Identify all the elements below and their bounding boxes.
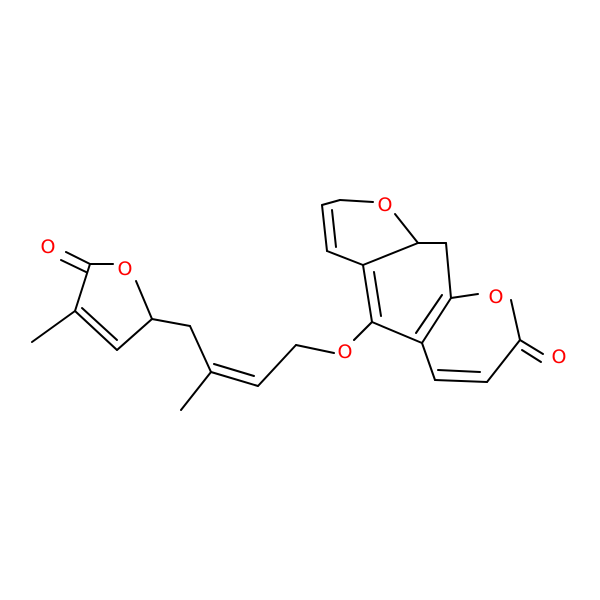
bond xyxy=(486,339,521,383)
bond xyxy=(371,321,423,344)
bond xyxy=(373,271,382,317)
bond xyxy=(257,344,297,387)
bond xyxy=(151,318,191,327)
bond xyxy=(65,251,91,265)
bond xyxy=(519,339,544,355)
bond xyxy=(415,294,443,334)
atom-labels-layer: O O O O O O xyxy=(41,194,567,368)
bond xyxy=(81,307,118,341)
bonds-layer xyxy=(31,199,544,411)
bond xyxy=(450,293,479,299)
atom-label-furan-oxygen: O xyxy=(378,194,393,216)
bond xyxy=(510,299,521,341)
bond xyxy=(213,363,255,377)
bond xyxy=(434,379,488,383)
bond xyxy=(421,297,452,344)
bond xyxy=(116,318,153,351)
bond xyxy=(210,371,259,387)
bond xyxy=(321,204,328,252)
bond xyxy=(437,369,481,373)
bond xyxy=(180,371,212,411)
bond xyxy=(295,344,335,354)
bond xyxy=(339,199,374,203)
atom-label-butenolide-ring-oxygen: O xyxy=(118,258,133,280)
bond xyxy=(189,325,212,373)
bond xyxy=(74,310,118,351)
atom-label-pyranone-carbonyl-oxygen: O xyxy=(552,346,567,368)
atom-label-pyranone-ring-oxygen: O xyxy=(489,286,504,308)
bond xyxy=(362,242,419,266)
bond xyxy=(521,349,542,363)
atom-label-butenolide-carbonyl-oxygen: O xyxy=(41,236,56,258)
bond xyxy=(353,321,373,341)
bond xyxy=(362,264,373,323)
bond xyxy=(445,242,452,299)
bond xyxy=(326,250,364,266)
bond xyxy=(31,310,76,343)
bond xyxy=(74,263,91,312)
bond xyxy=(421,342,436,381)
bond xyxy=(331,209,337,248)
bond xyxy=(60,259,87,273)
bond xyxy=(394,213,419,244)
bond xyxy=(321,199,341,206)
atom-label-ether-oxygen: O xyxy=(338,341,353,363)
bond xyxy=(135,280,153,320)
